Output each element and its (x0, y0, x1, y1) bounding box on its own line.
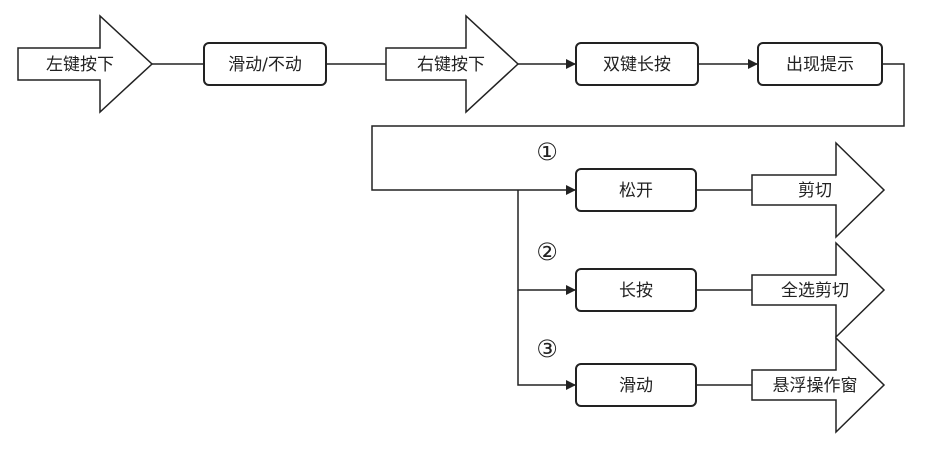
wrap-connector (371, 63, 905, 191)
branch-number-2: ② (536, 238, 558, 266)
release-label: 松开 (619, 181, 653, 201)
show-hint-box: 出现提示 (757, 42, 883, 86)
long-press-label: 长按 (619, 281, 653, 301)
slide-label: 滑动 (619, 376, 653, 396)
move-or-still-label: 滑动/不动 (228, 55, 302, 75)
select-all-cut-result-arrow: 全选剪切 (751, 241, 886, 339)
release-box: 松开 (575, 168, 697, 212)
slide-box: 滑动 (575, 363, 697, 407)
dual-long-press-box: 双键长按 (575, 42, 699, 86)
dual-long-press-label: 双键长按 (603, 55, 671, 75)
floating-window-result-arrow: 悬浮操作窗 (751, 336, 886, 434)
floating-window-label: 悬浮操作窗 (773, 376, 858, 396)
cut-result-arrow: 剪切 (751, 141, 886, 239)
cut-result-label: 剪切 (798, 181, 832, 201)
move-or-still-box: 滑动/不动 (203, 42, 327, 86)
left-press-label: 左键按下 (46, 55, 114, 75)
long-press-box: 长按 (575, 268, 697, 312)
select-all-cut-label: 全选剪切 (781, 281, 849, 301)
show-hint-label: 出现提示 (786, 55, 854, 75)
branch-number-3: ③ (536, 335, 558, 363)
branch-number-1: ① (536, 138, 558, 166)
right-press-label: 右键按下 (417, 55, 485, 75)
right-press-arrow: 右键按下 (385, 14, 520, 114)
left-press-arrow: 左键按下 (17, 14, 154, 114)
branch-3-arrow (517, 290, 576, 390)
